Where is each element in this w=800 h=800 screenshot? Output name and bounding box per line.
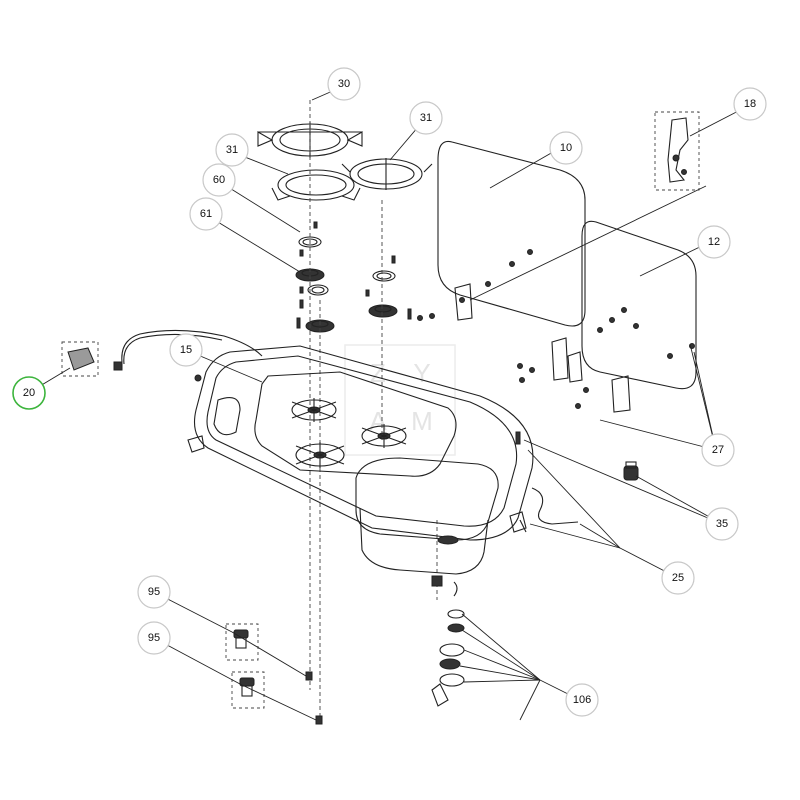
callout-95-upper-label: 95 xyxy=(148,586,160,598)
pan-support-left[interactable] xyxy=(271,169,361,201)
callout-31-left[interactable]: 31 xyxy=(215,133,249,167)
callout-15-label: 15 xyxy=(180,344,192,356)
callout-95-upper[interactable]: 95 xyxy=(137,575,171,609)
callout-30[interactable]: 30 xyxy=(327,67,361,101)
watermark-letter-1: Z xyxy=(370,358,386,388)
callout-35[interactable]: 35 xyxy=(705,507,739,541)
callout-35-label: 35 xyxy=(716,518,728,530)
gas-hose[interactable] xyxy=(61,329,263,377)
callout-61-label: 61 xyxy=(200,208,212,220)
callout-25-label: 25 xyxy=(672,572,684,584)
watermark: Z Y A M xyxy=(344,344,456,456)
callout-106-label: 106 xyxy=(573,694,591,706)
callout-31-right[interactable]: 31 xyxy=(409,101,443,135)
knob-35[interactable] xyxy=(623,461,639,481)
callouts: 30 31 31 60 61 10 18 12 15 20 27 xyxy=(12,67,767,717)
leader-lines xyxy=(29,85,749,721)
callout-18-label: 18 xyxy=(744,98,756,110)
callout-20[interactable]: 20 xyxy=(12,376,46,410)
hinge-bracket[interactable] xyxy=(654,111,700,191)
drain-kit[interactable] xyxy=(431,575,465,707)
glass-lid-lower[interactable] xyxy=(581,220,697,390)
foot-lower[interactable] xyxy=(231,671,265,709)
lid-screws xyxy=(417,249,695,409)
callout-61[interactable]: 61 xyxy=(189,197,223,231)
callout-15[interactable]: 15 xyxy=(169,333,203,367)
callout-10-label: 10 xyxy=(560,142,572,154)
callout-12-label: 12 xyxy=(708,236,720,248)
burner-assembly-right[interactable] xyxy=(365,255,412,320)
foot-upper[interactable] xyxy=(225,623,259,661)
hob-burner-2 xyxy=(295,442,345,468)
callout-10[interactable]: 10 xyxy=(549,131,583,165)
burner-assembly-left[interactable] xyxy=(295,221,335,333)
screw-35 xyxy=(515,431,521,445)
foot-screw-lower xyxy=(315,715,323,725)
callout-27[interactable]: 27 xyxy=(701,433,735,467)
drain-hose[interactable] xyxy=(519,487,579,533)
callout-95-lower[interactable]: 95 xyxy=(137,621,171,655)
callout-25[interactable]: 25 xyxy=(661,561,695,595)
callout-12[interactable]: 12 xyxy=(697,225,731,259)
callout-31-right-label: 31 xyxy=(420,112,432,124)
callout-27-label: 27 xyxy=(712,444,724,456)
foot-screw-upper xyxy=(305,671,313,681)
pan-support-right[interactable] xyxy=(341,158,433,190)
callout-95-lower-label: 95 xyxy=(148,632,160,644)
hob-burner-1 xyxy=(291,398,337,422)
hob-burner-3 xyxy=(361,424,407,448)
callout-18[interactable]: 18 xyxy=(733,87,767,121)
watermark-letter-3: A xyxy=(369,406,387,436)
callout-106[interactable]: 106 xyxy=(565,683,599,717)
watermark-letter-4: M xyxy=(411,406,433,436)
lid-hinges[interactable] xyxy=(454,283,631,413)
callout-60-label: 60 xyxy=(213,174,225,186)
callout-31-left-label: 31 xyxy=(226,144,238,156)
callout-20-label: 20 xyxy=(23,387,35,399)
hob-sink-unit[interactable] xyxy=(187,345,534,575)
callout-60[interactable]: 60 xyxy=(202,163,236,197)
callout-30-label: 30 xyxy=(338,78,350,90)
glass-lid-upper[interactable] xyxy=(437,140,586,327)
watermark-letter-2: Y xyxy=(413,358,430,388)
